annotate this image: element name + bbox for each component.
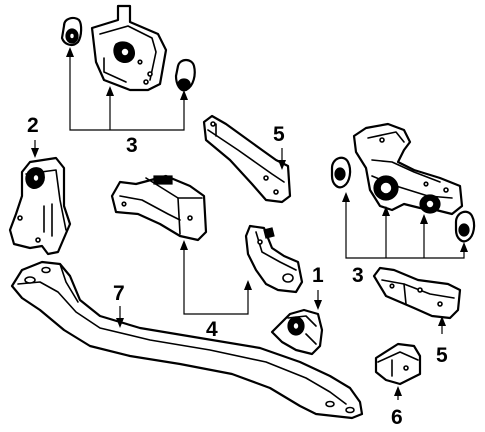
callout-5-lower-leader <box>438 316 446 334</box>
callout-5-upper-leader <box>278 148 286 170</box>
engine-mount-insulator <box>270 308 324 356</box>
callout-5-lower: 5 <box>436 344 448 367</box>
mount-bracket-upper-middle <box>202 114 292 204</box>
callout-2-leader <box>31 140 39 158</box>
callout-4-leaders <box>180 240 252 315</box>
mount-bracket-lower-right <box>372 266 462 320</box>
callout-2: 2 <box>27 114 39 137</box>
mount-insulator-block <box>374 342 422 386</box>
small-mount-washer-top-left <box>60 16 83 47</box>
transmission-mount-bracket-right <box>352 122 464 216</box>
small-mount-washer-top-right <box>174 58 196 92</box>
mount-bracket-middle <box>244 224 304 294</box>
callout-1: 1 <box>312 264 324 287</box>
small-mount-washer-right-bottom <box>454 210 476 243</box>
engine-mount-bracket-top <box>90 4 168 92</box>
callout-7: 7 <box>113 282 125 305</box>
callout-7-leader <box>116 306 124 328</box>
callout-6: 6 <box>391 406 403 429</box>
crossmember-support-bracket <box>110 174 208 242</box>
transmission-mount-left <box>8 156 72 256</box>
callout-3-top: 3 <box>126 134 138 157</box>
callout-3-right: 3 <box>352 264 364 287</box>
callout-1-leader <box>314 290 322 310</box>
callout-6-leader <box>394 386 402 400</box>
callout-4: 4 <box>206 318 218 341</box>
callout-5-upper: 5 <box>273 123 285 146</box>
callout-3-top-leaders <box>66 47 188 131</box>
frame-crossmember <box>10 260 364 420</box>
small-mount-washer-right-top <box>330 156 352 189</box>
callout-3-right-leaders <box>342 192 468 259</box>
